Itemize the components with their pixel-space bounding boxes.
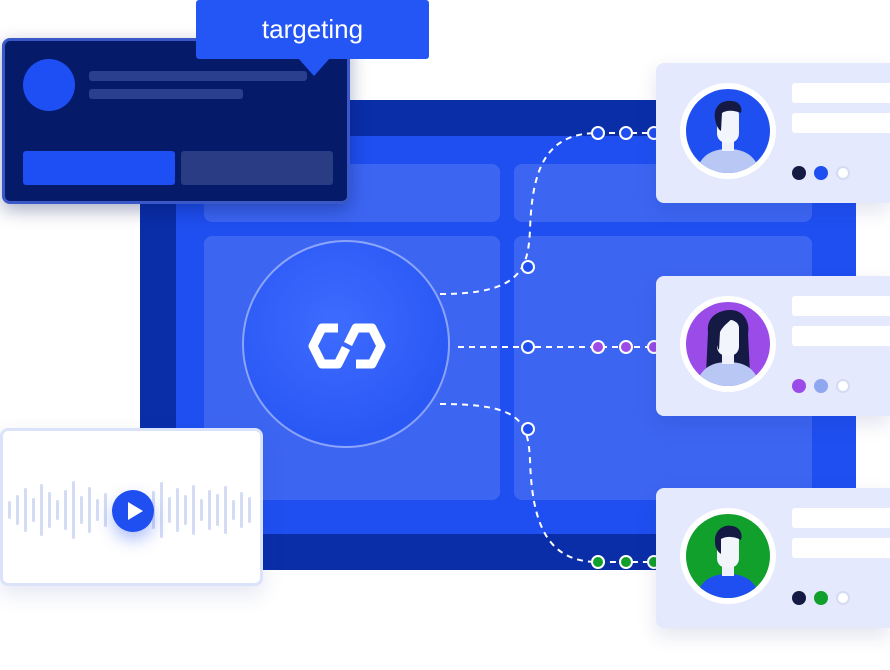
avatar [680, 83, 776, 179]
status-dot [836, 379, 850, 393]
waveform-bar [184, 495, 187, 525]
targeting-tooltip: targeting [196, 0, 429, 59]
user-avatar-icon [696, 100, 760, 173]
primary-button[interactable] [23, 151, 175, 185]
play-button[interactable] [112, 490, 154, 532]
text-placeholder [792, 508, 890, 528]
connector-node [521, 340, 535, 354]
targeting-hub[interactable] [242, 240, 450, 448]
connector-node [521, 422, 535, 436]
user-avatar-icon [696, 310, 760, 386]
waveform-bar [168, 497, 171, 523]
avatar [680, 508, 776, 604]
ad-preview-card [2, 38, 350, 204]
text-placeholder [792, 296, 890, 316]
status-dot [792, 379, 806, 393]
waveform-bar [72, 481, 75, 539]
waveform-bar [80, 496, 83, 524]
waveform-bar [16, 495, 19, 525]
waveform-bar [104, 493, 107, 527]
status-dot [814, 379, 828, 393]
avatar [23, 59, 75, 111]
connector-node [619, 126, 633, 140]
audio-waveform-icon [0, 428, 263, 586]
user-avatar-icon [696, 525, 760, 598]
waveform-bar [224, 486, 227, 534]
waveform-bar [96, 499, 99, 521]
waveform-bar [48, 492, 51, 528]
waveform-bar [160, 482, 163, 538]
waveform-bar [216, 494, 219, 526]
avatar [680, 296, 776, 392]
status-dot [814, 166, 828, 180]
waveform-bar [248, 497, 251, 523]
text-placeholder [89, 89, 243, 99]
secondary-button[interactable] [181, 151, 333, 185]
user-card[interactable] [656, 276, 890, 416]
waveform-bar [192, 485, 195, 535]
status-dot [792, 591, 806, 605]
waveform-bar [232, 500, 235, 520]
waveform-bar [40, 484, 43, 536]
waveform-bar [64, 490, 67, 530]
user-card[interactable] [656, 63, 890, 203]
connector-node [591, 126, 605, 140]
tooltip-label: targeting [261, 14, 364, 44]
status-dot [836, 166, 850, 180]
connector-node [591, 555, 605, 569]
connector-node [591, 340, 605, 354]
text-placeholder [792, 538, 890, 558]
waveform-bar [176, 488, 179, 532]
connector-node [521, 260, 535, 274]
waveform-bar [88, 487, 91, 533]
waveform-bar [240, 492, 243, 528]
text-placeholder [792, 326, 890, 346]
user-card[interactable] [656, 488, 890, 628]
waveform-bar [200, 499, 203, 521]
status-dot [814, 591, 828, 605]
chain-link-icon [308, 323, 386, 369]
text-placeholder [89, 71, 307, 81]
status-dot [836, 591, 850, 605]
play-icon [128, 502, 143, 520]
waveform-bar [24, 488, 27, 532]
connector-node [619, 340, 633, 354]
status-dot [792, 166, 806, 180]
waveform-bar [208, 490, 211, 530]
tooltip-pointer [298, 58, 330, 76]
waveform-bar [8, 501, 11, 519]
waveform-bar [32, 498, 35, 522]
text-placeholder [792, 113, 890, 133]
text-placeholder [792, 83, 890, 103]
waveform-bar [56, 500, 59, 520]
connector-node [619, 555, 633, 569]
